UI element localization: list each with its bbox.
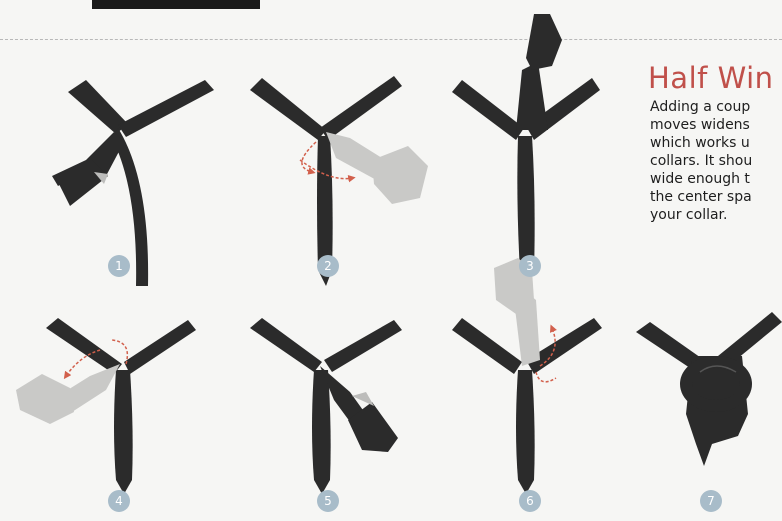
- step-3-illustration: [452, 14, 600, 286]
- step-1-illustration: [52, 80, 214, 286]
- step-6-illustration: [452, 258, 602, 494]
- description-line: moves widens: [650, 116, 782, 134]
- page-title: Half Win: [648, 62, 774, 94]
- step-number-badge-6: 6: [519, 490, 541, 512]
- step-number-badge-7: 7: [700, 490, 722, 512]
- description-line: your collar.: [650, 206, 782, 224]
- step-2-illustration: [250, 76, 428, 286]
- description-line: Adding a coup: [650, 98, 782, 116]
- step-5-illustration: [250, 318, 402, 494]
- step-number-badge-1: 1: [108, 255, 130, 277]
- step-number-badge-3: 3: [519, 255, 541, 277]
- description-line: wide enough t: [650, 170, 782, 188]
- step-number-badge-2: 2: [317, 255, 339, 277]
- description-line: the center spa: [650, 188, 782, 206]
- step-7-illustration: [636, 312, 782, 466]
- step-number-badge-4: 4: [108, 490, 130, 512]
- step-4-illustration: [16, 318, 196, 494]
- description-line: collars. It shou: [650, 152, 782, 170]
- description-line: which works u: [650, 134, 782, 152]
- description-text: Adding a coup moves widens which works u…: [650, 98, 782, 224]
- step-number-badge-5: 5: [317, 490, 339, 512]
